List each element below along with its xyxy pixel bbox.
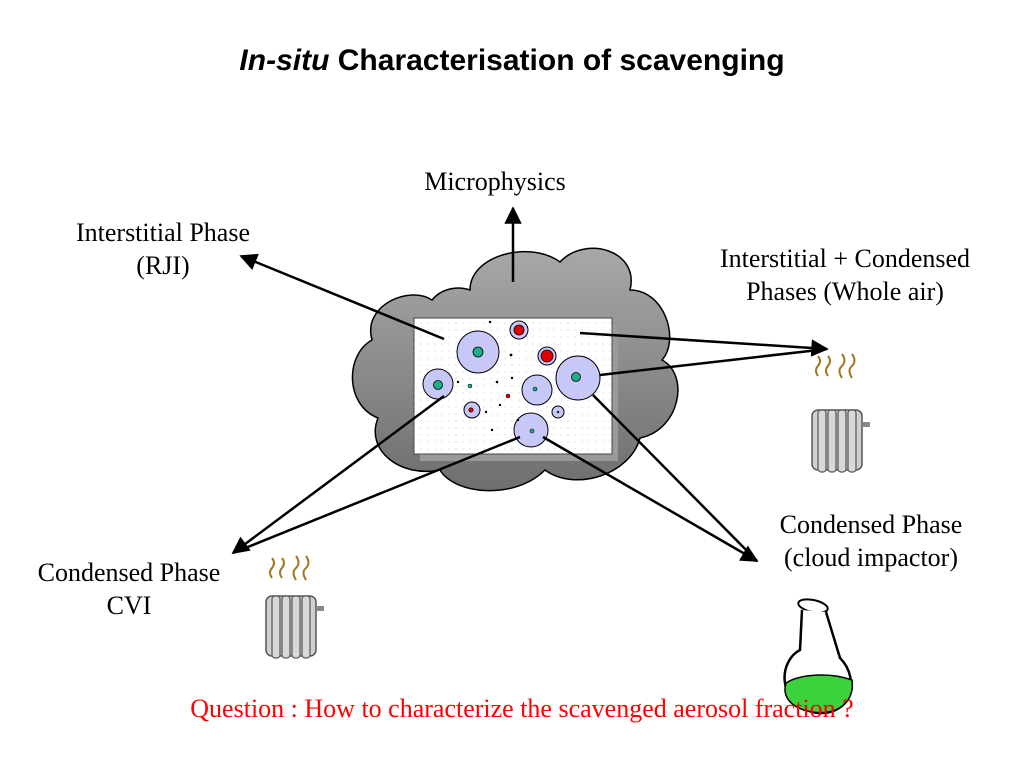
arrow-impactor-1	[542, 435, 759, 563]
steam-icon	[815, 353, 856, 379]
arrows	[231, 206, 829, 563]
droplet	[513, 412, 549, 448]
arrow-whole-air-2	[599, 347, 828, 377]
whole-air-line1: Interstitial + Condensed	[719, 244, 971, 273]
question-text: Question : How to characterize the scave…	[190, 694, 854, 723]
heater-icon	[265, 555, 324, 659]
title-rest: Characterisation of scavenging	[337, 44, 785, 77]
whole-air-line2: Phases (Whole air)	[746, 277, 944, 307]
flask-icon	[783, 598, 854, 715]
title-italic: In-situ	[239, 44, 330, 77]
label-cvi: Condensed Phase CVI	[4, 556, 254, 623]
droplet	[456, 330, 500, 374]
arrow-whole-air-1	[579, 331, 829, 357]
microphysics-text: Microphysics	[424, 167, 566, 196]
droplet	[509, 320, 529, 340]
droplet	[551, 405, 565, 419]
droplet	[555, 355, 601, 401]
label-interstitial-phase: Interstitial Phase (RJI)	[40, 216, 286, 283]
droplet	[521, 374, 553, 406]
arrow-cvi-2	[232, 435, 521, 555]
arrow-impactor-2	[592, 394, 758, 562]
cloud-impactor-line1: Condensed Phase	[779, 510, 963, 539]
droplet-box	[413, 317, 618, 461]
page-title: In-situ Characterisation of scavenging	[0, 44, 1024, 78]
steam-icon	[269, 555, 310, 581]
heater-icon	[811, 353, 870, 473]
arrow-interstitial	[239, 253, 445, 341]
label-microphysics: Microphysics	[395, 165, 595, 198]
droplet	[463, 401, 481, 419]
interstitial-line1: Interstitial Phase	[75, 218, 250, 247]
cvi-line1: Condensed Phase	[37, 558, 221, 587]
interstitial-line2: (RJI)	[136, 251, 190, 281]
cloud-impactor-line2: (cloud impactor)	[784, 543, 958, 573]
droplet	[422, 368, 454, 400]
label-whole-air: Interstitial + Condensed Phases (Whole a…	[672, 242, 1018, 309]
cvi-line2: CVI	[106, 591, 152, 621]
aerosol-particles	[456, 320, 520, 432]
droplet	[537, 346, 557, 366]
arrow-cvi-1	[231, 394, 445, 555]
label-cloud-impactor: Condensed Phase (cloud impactor)	[738, 508, 1004, 575]
